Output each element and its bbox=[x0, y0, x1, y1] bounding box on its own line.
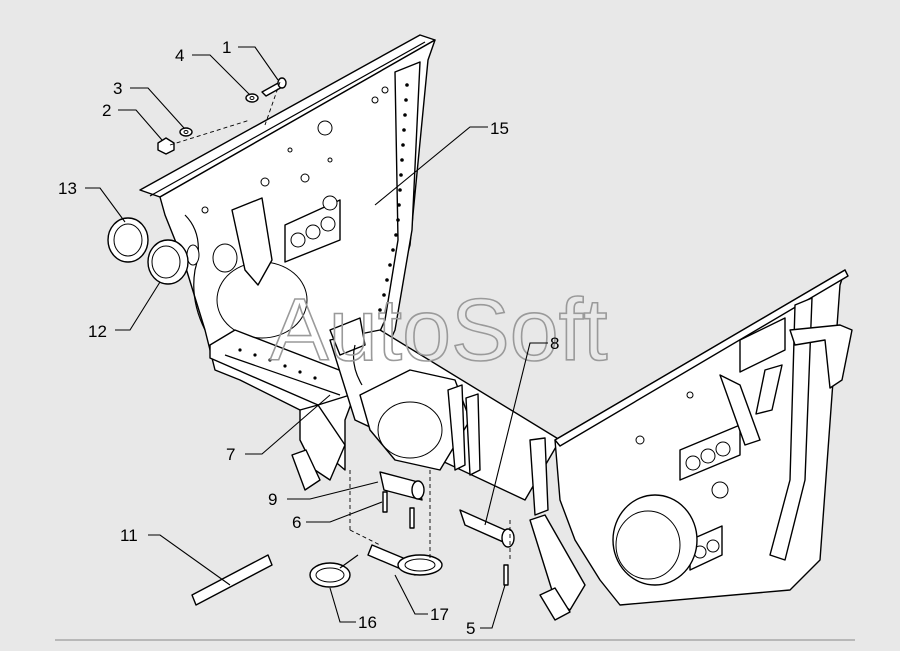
callout-5: 5 bbox=[466, 619, 475, 638]
callout-16: 16 bbox=[358, 613, 377, 632]
watermark: AutoSoft bbox=[270, 280, 608, 379]
callout-8: 8 bbox=[550, 334, 559, 353]
callout-13: 13 bbox=[58, 179, 77, 198]
center-tube-assembly bbox=[329, 317, 561, 516]
right-frame-assembly bbox=[529, 269, 853, 621]
callout-4: 4 bbox=[175, 46, 184, 65]
callout-9: 9 bbox=[268, 490, 277, 509]
callout-6: 6 bbox=[292, 513, 301, 532]
callout-2: 2 bbox=[102, 101, 111, 120]
callout-17: 17 bbox=[430, 605, 449, 624]
leader-lines bbox=[85, 46, 548, 629]
mounting-holes bbox=[238, 83, 409, 380]
callout-11: 11 bbox=[120, 526, 138, 545]
hardware-parts bbox=[107, 77, 515, 606]
callout-3: 3 bbox=[113, 79, 122, 98]
callout-15: 15 bbox=[490, 119, 509, 138]
callout-12: 12 bbox=[88, 322, 107, 341]
callout-1: 1 bbox=[222, 38, 231, 57]
alignment-lines bbox=[169, 81, 511, 560]
callout-7: 7 bbox=[226, 445, 235, 464]
callout-labels: 1 2 3 4 5 6 7 8 9 11 12 13 15 16 17 bbox=[58, 38, 559, 638]
